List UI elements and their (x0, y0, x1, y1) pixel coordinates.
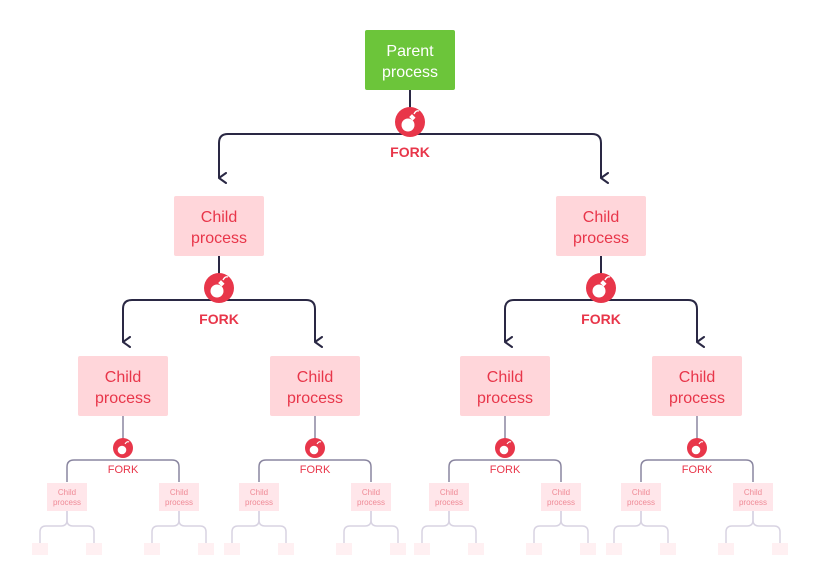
child-label-line2: process (669, 390, 725, 407)
fork-node: FORK (300, 438, 331, 476)
fork-label: FORK (199, 311, 239, 327)
bomb-icon (395, 107, 425, 137)
fork-node: FORK (581, 273, 621, 327)
fork-node: FORK (199, 273, 239, 327)
connector-level-2 (122, 256, 705, 348)
child-label-line1: Child (679, 369, 715, 386)
child-process-node-faded: Child process (621, 483, 661, 511)
grandchild-stubs (32, 543, 788, 555)
child-process-node-faded: Child process (351, 483, 391, 511)
child-label-line1: Child (744, 488, 762, 497)
child-label-line1: Child (632, 488, 650, 497)
child-label-line1: Child (170, 488, 188, 497)
child-process-node-faded: Child process (541, 483, 581, 511)
fork-node: FORK (108, 438, 139, 476)
fork-label: FORK (581, 311, 621, 327)
fork-node: FORK (490, 438, 521, 476)
child-label-line1: Child (552, 488, 570, 497)
child-label-line2: process (357, 498, 385, 507)
child-process-node-faded: Child process (47, 483, 87, 511)
parent-label-line1: Parent (386, 43, 434, 60)
child-label-line1: Child (201, 209, 237, 226)
fork-label: FORK (390, 144, 430, 160)
child-label-line1: Child (58, 488, 76, 497)
connector-level-4 (39, 511, 781, 543)
connector-level-1 (218, 90, 609, 184)
child-label-line1: Child (440, 488, 458, 497)
bomb-icon (586, 273, 616, 303)
child-label-line2: process (165, 498, 193, 507)
bomb-icon (305, 438, 325, 458)
child-process-node: Child process (174, 196, 264, 256)
child-label-line1: Child (487, 369, 523, 386)
child-process-node-faded: Child process (429, 483, 469, 511)
child-label-line2: process (287, 390, 343, 407)
bomb-icon (204, 273, 234, 303)
parent-label-line2: process (382, 64, 438, 81)
fork-label: FORK (682, 464, 713, 476)
bomb-icon (495, 438, 515, 458)
child-label-line1: Child (105, 369, 141, 386)
connector-level-3 (66, 416, 754, 482)
child-label-line2: process (435, 498, 463, 507)
child-label-line2: process (573, 230, 629, 247)
child-label-line1: Child (583, 209, 619, 226)
parent-process-node: Parent process (365, 30, 455, 90)
child-label-line1: Child (362, 488, 380, 497)
fork-label: FORK (490, 464, 521, 476)
bomb-icon (687, 438, 707, 458)
child-label-line1: Child (297, 369, 333, 386)
child-label-line2: process (547, 498, 575, 507)
child-label-line2: process (477, 390, 533, 407)
child-process-node: Child process (460, 356, 550, 416)
child-label-line2: process (95, 390, 151, 407)
fork-label: FORK (108, 464, 139, 476)
bomb-icon (113, 438, 133, 458)
child-label-line2: process (627, 498, 655, 507)
fork-node: FORK (682, 438, 713, 476)
child-label-line2: process (739, 498, 767, 507)
child-process-node: Child process (270, 356, 360, 416)
child-process-node-faded: Child process (159, 483, 199, 511)
child-label-line2: process (53, 498, 81, 507)
fork-label: FORK (300, 464, 331, 476)
child-label-line2: process (245, 498, 273, 507)
child-process-node: Child process (78, 356, 168, 416)
fork-node: FORK (390, 107, 430, 160)
child-label-line2: process (191, 230, 247, 247)
child-label-line1: Child (250, 488, 268, 497)
child-process-node: Child process (556, 196, 646, 256)
child-process-node-faded: Child process (733, 483, 773, 511)
child-process-node: Child process (652, 356, 742, 416)
child-process-node-faded: Child process (239, 483, 279, 511)
